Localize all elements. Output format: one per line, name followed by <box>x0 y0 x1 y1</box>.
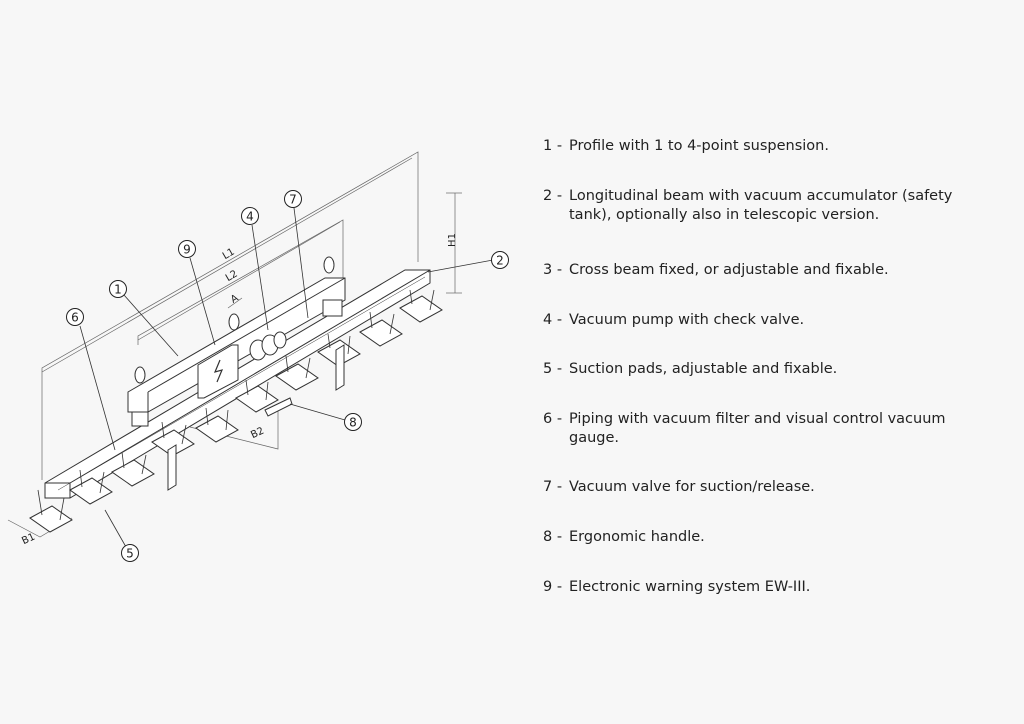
legend-item: 7 - Vacuum valve for suction/release. <box>543 478 983 497</box>
legend-text: Electronic warning system EW-III. <box>569 579 811 595</box>
legend-item: 8 - Ergonomic handle. <box>543 528 983 547</box>
legend-text: Vacuum valve for suction/release. <box>569 479 815 495</box>
callout-6: 6 <box>71 311 79 325</box>
callout-1: 1 <box>114 283 122 297</box>
legend-text: Suction pads, adjustable and fixable. <box>569 361 838 377</box>
legend-number: 5 - <box>543 361 563 377</box>
callout-5: 5 <box>126 547 134 561</box>
legend-item: 5 - Suction pads, adjustable and fixable. <box>543 360 983 379</box>
callout-7: 7 <box>289 193 297 207</box>
dim-A: A <box>229 293 241 306</box>
suction-pads <box>29 289 443 533</box>
legend-number: 4 - <box>543 312 563 328</box>
dim-H1: H1 <box>447 233 458 247</box>
callout-9: 9 <box>183 243 191 257</box>
longitudinal-beam <box>44 269 431 499</box>
dim-L1: L1 <box>221 247 237 262</box>
legend-item: 4 - Vacuum pump with check valve. <box>543 311 983 330</box>
dim-B2: B2 <box>249 426 266 442</box>
legend-item: 9 - Electronic warning system EW-III. <box>543 578 983 597</box>
legend-number: 9 - <box>543 579 563 595</box>
legend-number: 6 - <box>543 411 563 427</box>
vacuum-pump <box>249 331 287 361</box>
legend-number: 1 - <box>543 138 563 154</box>
leader-lines <box>79 207 494 548</box>
legend-text: Vacuum pump with check valve. <box>569 312 805 328</box>
legend-item: 6 - Piping with vacuum filter and visual … <box>543 410 983 448</box>
callout-4: 4 <box>246 210 254 224</box>
legend-text: Profile with 1 to 4-point suspension. <box>569 138 829 154</box>
legend-item: 2 - Longitudinal beam with vacuum accumul… <box>543 187 983 225</box>
legend-item: 3 - Cross beam fixed, or adjustable and f… <box>543 261 983 280</box>
legend-number: 2 - <box>543 188 563 204</box>
legend-item: 1 - Profile with 1 to 4-point suspension. <box>543 137 983 156</box>
legend-text: Piping with vacuum filter and visual con… <box>569 411 946 446</box>
dimension-lines <box>7 151 462 538</box>
dim-L2: L2 <box>224 269 240 284</box>
legend-number: 3 - <box>543 262 563 278</box>
dim-B1: B1 <box>20 532 37 548</box>
callout-2: 2 <box>496 254 504 268</box>
legend-text: Longitudinal beam with vacuum accumulato… <box>569 188 953 223</box>
legend-text: Ergonomic handle. <box>569 529 705 545</box>
legend-text: Cross beam fixed, or adjustable and fixa… <box>569 262 889 278</box>
callout-8: 8 <box>349 416 357 430</box>
legend-number: 8 - <box>543 529 563 545</box>
legend-number: 7 - <box>543 479 563 495</box>
warning-system-box <box>197 344 239 399</box>
